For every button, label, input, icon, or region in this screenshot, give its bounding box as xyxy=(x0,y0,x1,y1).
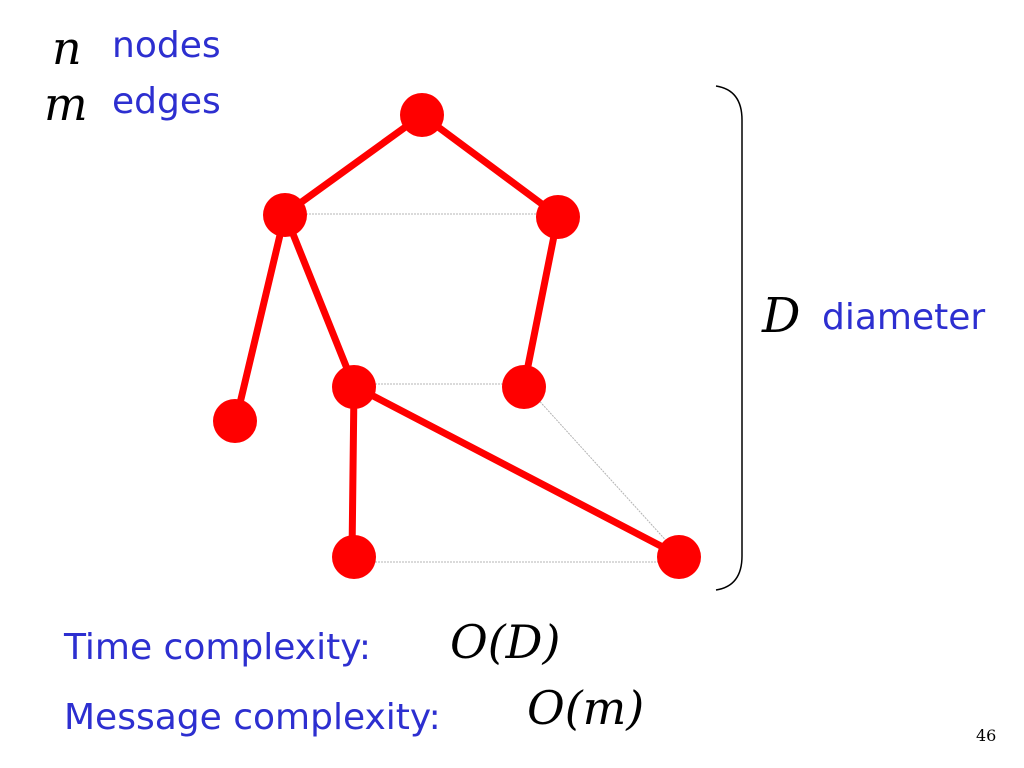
tree-edges xyxy=(232,111,684,560)
edge-innerleft-bottomleft xyxy=(348,382,358,560)
edge-root-midright xyxy=(418,111,562,220)
node-root xyxy=(400,93,444,137)
edge-midleft-leafleft xyxy=(232,210,289,424)
node-inner-right xyxy=(502,365,546,409)
diameter-symbol: D xyxy=(762,288,801,344)
time-complexity-value: O(D) xyxy=(450,615,561,669)
edge-midright-innerright xyxy=(520,212,562,390)
diameter-brace xyxy=(715,85,743,591)
n-symbol: n xyxy=(52,21,82,75)
node-bottom-right xyxy=(657,535,701,579)
nodes-label: nodes xyxy=(112,25,221,66)
node-bottom-left xyxy=(332,535,376,579)
time-complexity-label: Time complexity: xyxy=(64,627,372,668)
node-mid-right xyxy=(536,195,580,239)
nodes xyxy=(213,93,701,579)
edge-innerright-bottomright xyxy=(523,383,681,557)
edge-root-midleft xyxy=(281,111,426,218)
m-symbol: m xyxy=(44,77,88,131)
node-mid-left xyxy=(263,193,307,237)
diameter-label: diameter xyxy=(822,297,986,338)
edge-midleft-innerleft xyxy=(281,210,358,390)
node-inner-left xyxy=(332,365,376,409)
edges-label: edges xyxy=(112,81,221,122)
edge-innerleft-bottomright xyxy=(350,382,684,560)
node-leaf-left xyxy=(213,399,257,443)
message-complexity-label: Message complexity: xyxy=(64,697,441,738)
non-tree-edges xyxy=(285,213,681,563)
page-number: 46 xyxy=(976,726,997,745)
message-complexity-value: O(m) xyxy=(527,681,645,735)
